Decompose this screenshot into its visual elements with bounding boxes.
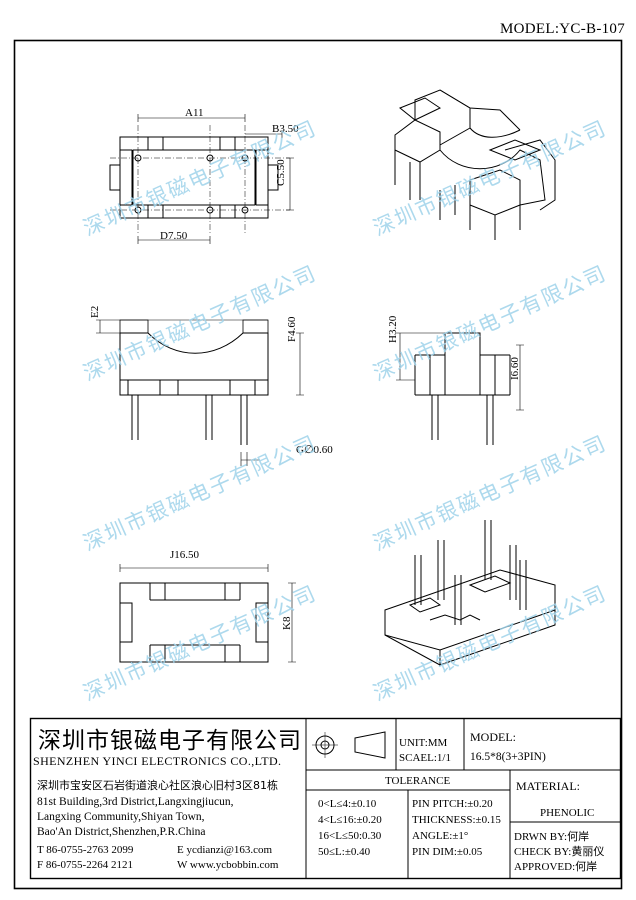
material-value: PHENOLIC: [540, 807, 595, 819]
dim-c550: C5.50: [275, 159, 287, 186]
top-view: [109, 114, 294, 244]
dim-j1650: J16.50: [170, 549, 200, 561]
tolerance-row: PIN DIM:±0.05: [412, 846, 483, 858]
sheet-frame: [13, 39, 623, 890]
address-en-line-1: 81st Building,3rd District,Langxingjiucu…: [37, 796, 234, 808]
model-header: MODEL:YC-B-107: [500, 21, 626, 37]
tolerance-row: ANGLE:±1°: [412, 830, 469, 842]
dim-d750: D7.50: [160, 230, 188, 242]
approved-by: APPROVED:何岸: [514, 861, 598, 873]
tolerance-row: 50≤L:±0.40: [318, 846, 371, 858]
dim-h320: H3.20: [387, 315, 399, 343]
tolerance-row: 0<L≤4:±0.10: [318, 798, 377, 810]
dim-a11: A11: [185, 107, 204, 119]
drawn-by: DRWN BY:何岸: [514, 831, 590, 843]
company-name-cn: 深圳市银磁电子有限公司: [38, 728, 302, 754]
tolerance-row: THICKNESS:±0.15: [412, 814, 501, 826]
model-value: 16.5*8(3+3PIN): [470, 751, 546, 763]
address-cn: 深圳市宝安区石岩街道浪心社区浪心旧村3区81栋: [37, 779, 278, 792]
dim-b350: B3.50: [272, 123, 299, 135]
email: E ycdianzi@163.com: [177, 844, 273, 856]
checked-by: CHECK BY:黄丽仪: [514, 846, 605, 858]
scale: SCAEL:1/1: [399, 752, 451, 764]
iso-view-bottom: [384, 520, 556, 666]
tolerance-row: 4<L≤16:±0.20: [318, 814, 382, 826]
side-view: [396, 332, 524, 445]
iso-view-top: [394, 89, 556, 240]
tolerance-row: PIN PITCH:±0.20: [412, 798, 493, 810]
website: W www.ycbobbin.com: [177, 859, 279, 871]
address-en-line-2: Langxing Community,Shiyan Town,: [37, 811, 205, 823]
tolerance-title: TOLERANCE: [385, 775, 451, 787]
address-en-line-3: Bao'An District,Shenzhen,P.R.China: [37, 826, 206, 838]
model-label: MODEL:: [470, 730, 516, 744]
company-name-en: SHENZHEN YINCI ELECTRONICS CO.,LTD.: [33, 754, 282, 768]
bottom-view: [119, 564, 296, 663]
telephone: T 86-0755-2763 2099: [37, 844, 134, 856]
title-block-grid: [29, 717, 622, 880]
dim-g060: G∅0.60: [296, 444, 333, 456]
fax: F 86-0755-2264 2121: [37, 859, 133, 871]
dim-i660: I6.60: [509, 357, 521, 380]
front-view: [96, 319, 304, 466]
material-label: MATERIAL:: [516, 779, 580, 793]
unit: UNIT:MM: [399, 737, 448, 749]
tolerance-row: 16<L≤50:0.30: [318, 830, 382, 842]
dim-e2: E2: [89, 305, 101, 318]
dim-f460: F4.60: [286, 316, 298, 342]
